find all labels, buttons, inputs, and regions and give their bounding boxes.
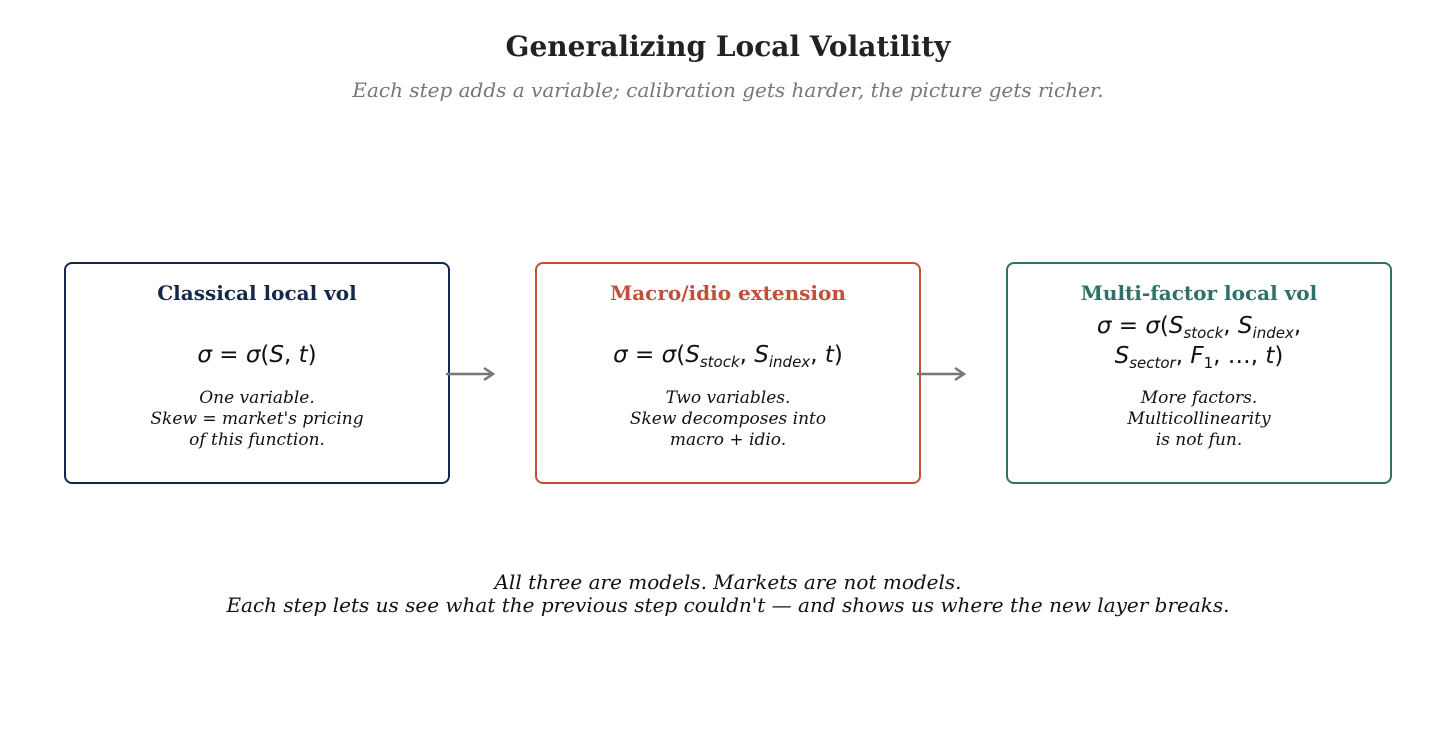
formula-line: Ssector, F1, …, t) [1114,343,1284,372]
description-line: One variable. [199,388,315,408]
diagram-title: Generalizing Local Volatility [505,30,951,63]
description-line: More factors. [1140,388,1258,408]
footer-line: Each step lets us see what the previous … [226,593,1230,617]
description-line: Skew = market's pricing [150,409,364,429]
box-formula: σ = σ(Sstock, Sindex, t) [537,340,919,370]
description-line: Multicollinearity [1127,409,1271,429]
arrow-right-icon [446,366,496,382]
box-macro-idio-extension: Macro/idio extension σ = σ(Sstock, Sinde… [535,262,921,484]
box-title: Classical local vol [157,281,357,305]
description-line: is not fun. [1155,430,1243,450]
footer-caption: All three are models. Markets are not mo… [0,571,1456,617]
formula-line: σ = σ(Sstock, Sindex, t) [613,342,843,371]
description-line: macro + idio. [669,430,787,450]
box-title: Multi-factor local vol [1080,281,1318,305]
box-description: Two variables. Skew decomposes into macr… [537,388,919,451]
box-multi-factor-local-vol: Multi-factor local vol σ = σ(Sstock, Sin… [1006,262,1392,484]
box-title: Macro/idio extension [610,281,846,305]
formula-line: σ = σ(Sstock, Sindex, [1096,313,1302,342]
description-line: Skew decomposes into [629,409,827,429]
box-classical-local-vol: Classical local vol σ = σ(S, t) One vari… [64,262,450,484]
box-formula: σ = σ(S, t) [66,340,448,370]
formula-line: σ = σ(S, t) [197,342,317,368]
box-formula: σ = σ(Sstock, Sindex, Ssector, F1, …, t) [1008,311,1390,371]
box-description: One variable. Skew = market's pricing of… [66,388,448,451]
arrow-right-icon [917,366,967,382]
box-description: More factors. Multicollinearity is not f… [1008,388,1390,451]
description-line: of this function. [189,430,325,450]
diagram-subtitle: Each step adds a variable; calibration g… [352,78,1104,102]
footer-line: All three are models. Markets are not mo… [494,570,962,594]
description-line: Two variables. [665,388,791,408]
